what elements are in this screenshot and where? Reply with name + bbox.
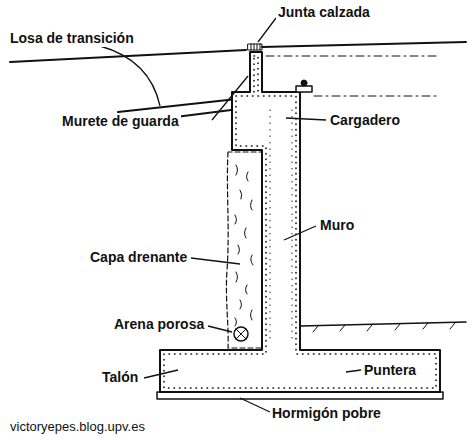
drainage-texture <box>235 165 253 326</box>
road-joint <box>248 44 262 50</box>
deck-soffit-line <box>314 96 440 97</box>
reinforcement <box>164 56 436 388</box>
drain-pipe-mark <box>236 329 246 339</box>
embankment-surface <box>10 50 246 62</box>
bearing <box>296 86 312 92</box>
part-label: Arena porosa <box>112 316 206 333</box>
watermark: victoryepes.blog.upv.es <box>8 418 147 435</box>
deck-surface <box>262 42 466 47</box>
part-label: Muro <box>318 217 356 234</box>
ground-line <box>300 322 466 326</box>
part-label: Puntera <box>362 362 418 379</box>
drainage-layer <box>226 152 262 348</box>
part-label: Talón <box>100 369 140 386</box>
wall-bars <box>270 110 292 340</box>
bearing-pin <box>301 80 307 86</box>
part-label: Cargadero <box>328 112 402 129</box>
part-label: Junta calzada <box>276 4 372 21</box>
part-label: Losa de transición <box>8 30 136 47</box>
part-label: Murete de guarda <box>60 113 181 130</box>
abutment-concrete <box>160 52 440 392</box>
leader-lines <box>100 18 361 412</box>
drain-pipe <box>234 327 248 341</box>
lean-concrete <box>157 392 443 399</box>
part-label: Capa drenante <box>88 249 189 266</box>
part-label: Hormigón pobre <box>270 405 383 422</box>
deck-line <box>266 56 440 57</box>
ground-hatch <box>313 323 455 332</box>
